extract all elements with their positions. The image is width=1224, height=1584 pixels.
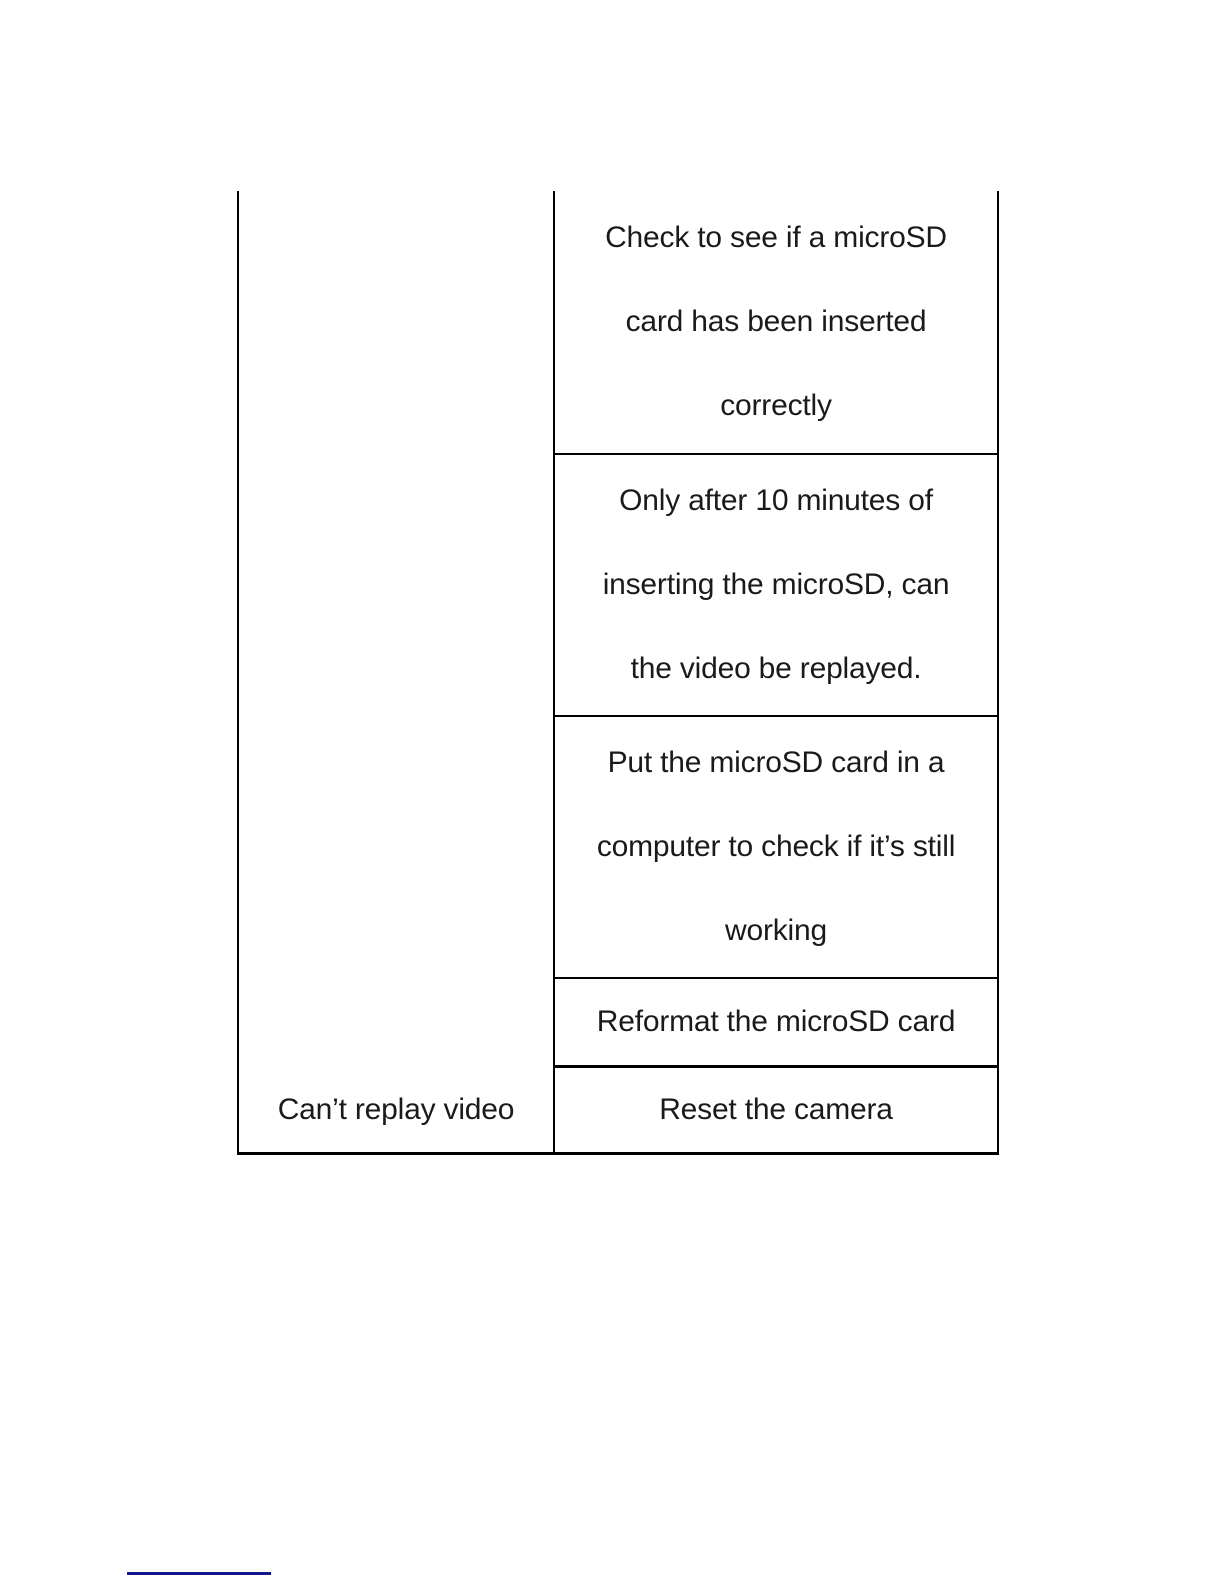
solution-text-line: correctly bbox=[720, 389, 832, 422]
solution-cell: Check to see if a microSD card has been … bbox=[555, 191, 997, 453]
solution-text-line: Check to see if a microSD bbox=[605, 221, 947, 254]
solution-cell: Put the microSD card in a computer to ch… bbox=[555, 717, 997, 977]
solution-cell: Only after 10 minutes of inserting the m… bbox=[555, 455, 997, 715]
row-divider bbox=[553, 453, 999, 455]
table-border-middle bbox=[553, 191, 555, 1155]
table-border-bottom bbox=[237, 1152, 999, 1155]
solution-text-line: Put the microSD card in a bbox=[607, 746, 945, 779]
row-divider bbox=[553, 715, 999, 717]
problem-cell: Can’t replay video bbox=[239, 1068, 553, 1152]
problem-label: Can’t replay video bbox=[277, 1093, 515, 1126]
solution-text-line: computer to check if it’s still bbox=[596, 830, 956, 863]
solution-text-line: the video be replayed. bbox=[630, 652, 922, 685]
solution-text-line: Only after 10 minutes of bbox=[619, 484, 933, 517]
table-border-left bbox=[237, 191, 239, 1155]
row-divider bbox=[553, 1065, 999, 1068]
solution-text-line: working bbox=[725, 914, 827, 947]
table-border-right bbox=[997, 191, 999, 1155]
solution-text-line: inserting the microSD, can bbox=[602, 568, 950, 601]
solution-text-line: Reformat the microSD card bbox=[596, 1005, 956, 1038]
solution-cell: Reset the camera bbox=[555, 1068, 997, 1152]
solution-text-line: card has been inserted bbox=[625, 305, 927, 338]
solution-text-line: Reset the camera bbox=[659, 1093, 893, 1126]
row-divider bbox=[553, 977, 999, 979]
solution-cell: Reformat the microSD card bbox=[555, 979, 997, 1065]
troubleshooting-table: Can’t replay video Check to see if a mic… bbox=[237, 191, 999, 1155]
hyperlink-underline[interactable] bbox=[127, 1572, 271, 1575]
